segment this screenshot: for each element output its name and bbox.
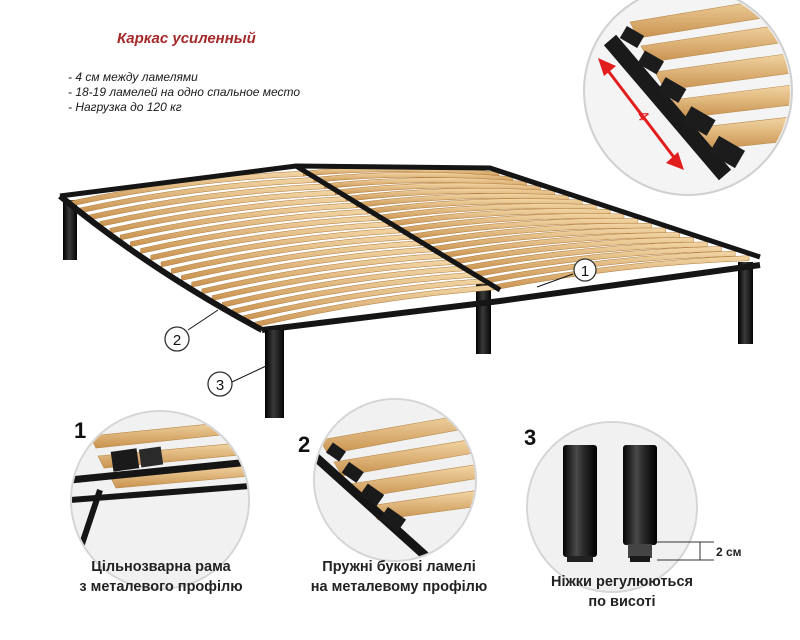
svg-text:3: 3: [216, 377, 224, 394]
bed-leg: [738, 262, 753, 344]
callout-1: 1: [536, 258, 597, 288]
detail-1-welded-frame: [70, 410, 250, 590]
bed-leg: [476, 284, 491, 354]
caption-line: по висоті: [588, 594, 656, 610]
caption-line: Цільнозварна рама: [91, 559, 231, 575]
detail-caption-1: Цільнозварна рама з металевого профілю: [56, 557, 266, 597]
bed-leg: [265, 330, 284, 418]
detail-number-3: 3: [524, 425, 537, 450]
detail-number-1: 1: [74, 418, 87, 443]
bed-leg: [63, 200, 77, 260]
detail-2-slats: [313, 398, 477, 562]
caption-line: Ніжки регулюються: [551, 574, 693, 590]
page-title: Каркас усиленный: [117, 30, 256, 47]
caption-line: на металевому профілю: [310, 579, 488, 595]
feature-item: - Нагрузка до 120 кг: [68, 100, 182, 114]
detail-caption-2: Пружні букові ламелі на металевому профі…: [288, 557, 510, 597]
detail-number-2: 2: [298, 432, 311, 457]
caption-line: Пружні букові ламелі: [322, 559, 476, 575]
feature-item: - 18-19 ламелей на одно спальное место: [68, 85, 301, 99]
feature-item: - 4 см между ламелями: [68, 70, 198, 84]
caption-line: з металевого профілю: [79, 579, 243, 595]
detail-caption-3: Ніжки регулюються по висоті: [527, 572, 717, 612]
callout-2: 2: [164, 309, 219, 352]
svg-text:2: 2: [173, 332, 181, 349]
svg-text:2 см: 2 см: [716, 545, 742, 559]
callout-3: 3: [207, 365, 267, 397]
svg-text:1: 1: [581, 263, 589, 280]
slats: [68, 166, 750, 328]
bed-frame: [58, 163, 761, 418]
detail-3-adjustable-legs: 2 см: [526, 421, 742, 593]
spacing-zoom-inset: 4: [583, 0, 793, 196]
feature-list: - 4 см между ламелями - 18-19 ламелей на…: [68, 70, 300, 115]
